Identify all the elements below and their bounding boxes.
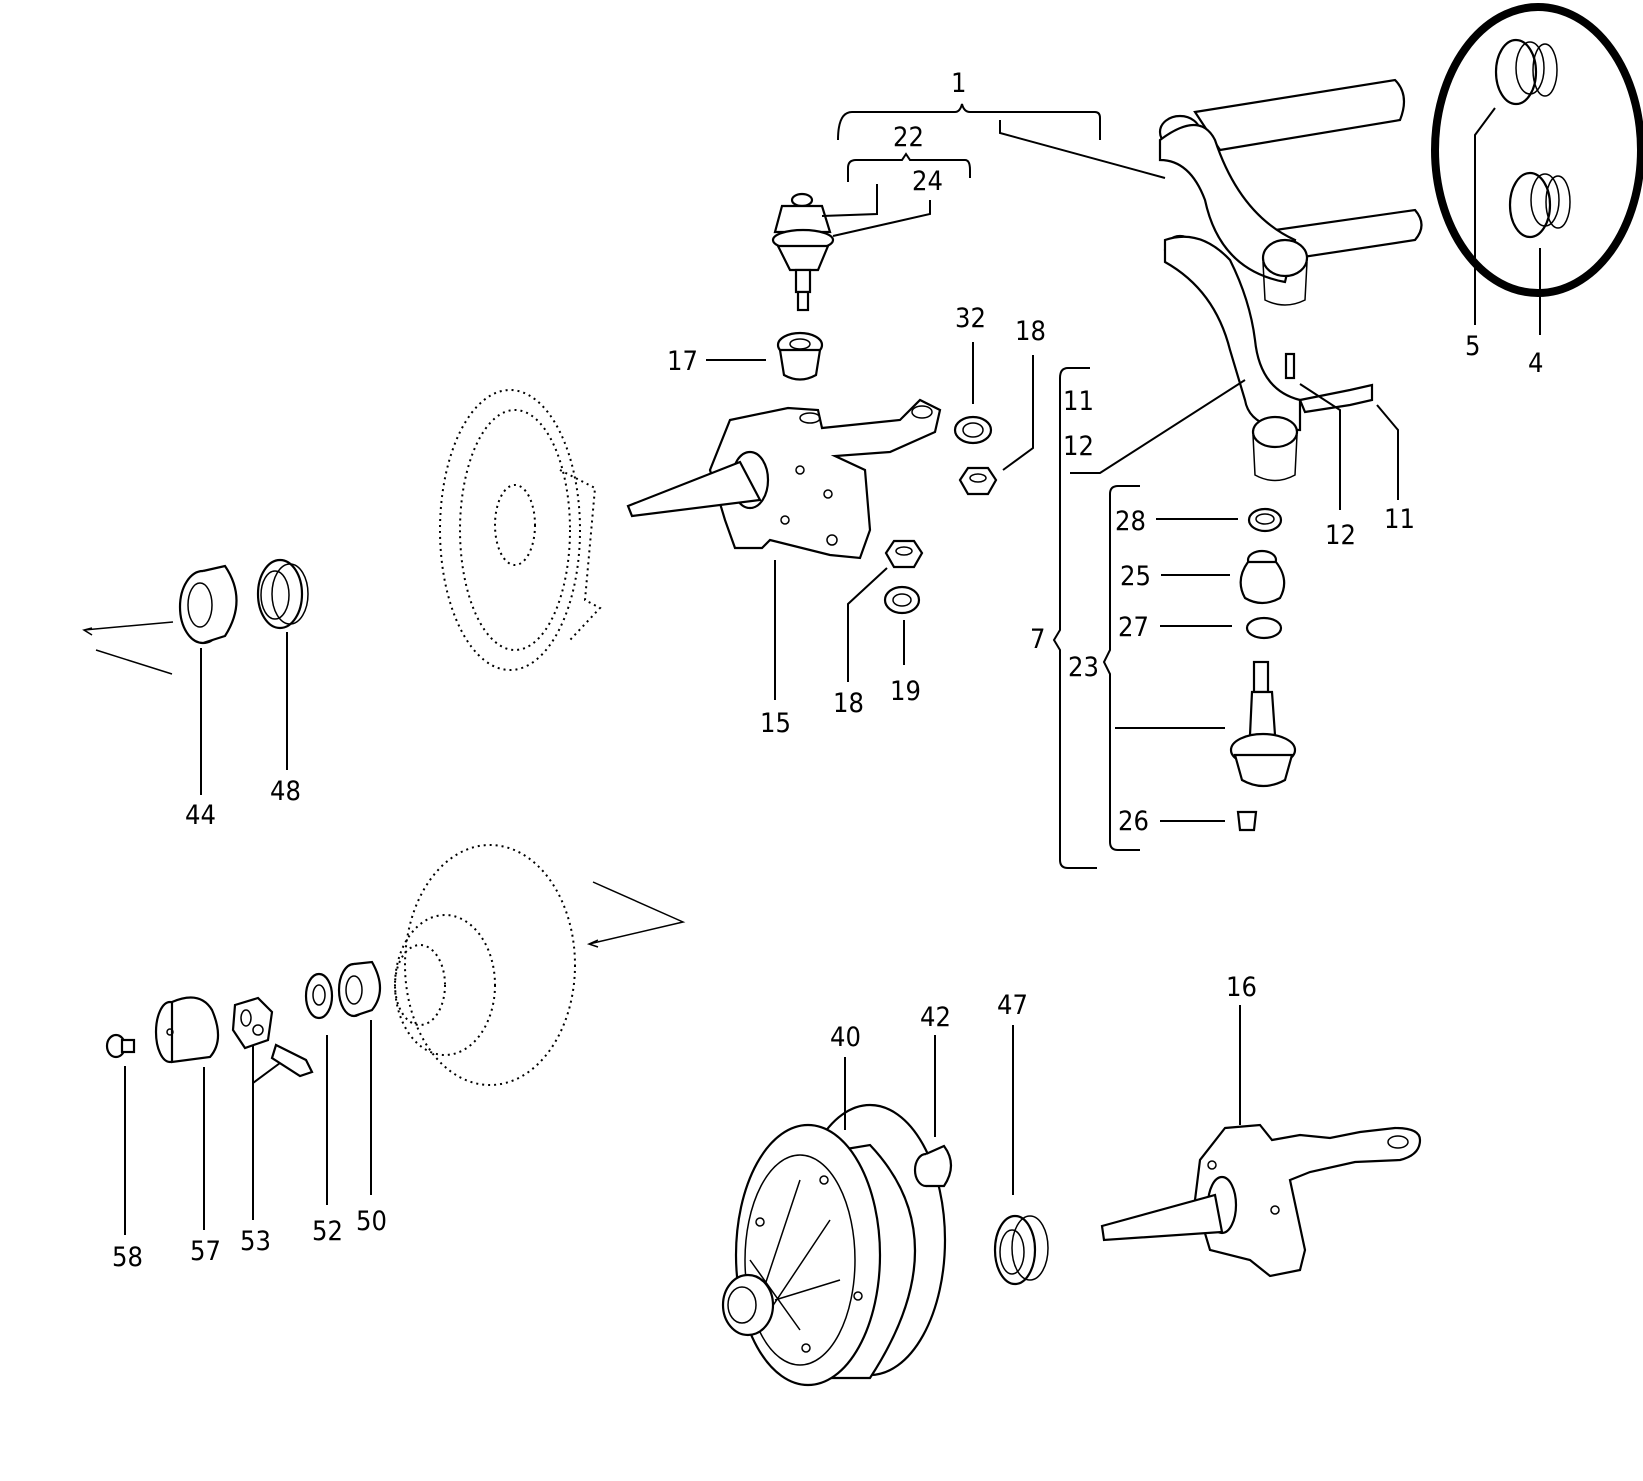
ring-28 <box>1247 507 1283 533</box>
stud-42 <box>913 1144 953 1188</box>
leader-18-lower <box>847 567 888 682</box>
label-47: 47 <box>997 990 1028 1021</box>
nut-18-lower <box>884 539 924 569</box>
label-24: 24 <box>912 166 943 197</box>
washer-32 <box>953 415 993 445</box>
arrow-drum <box>586 881 686 948</box>
label-5: 5 <box>1465 331 1480 362</box>
arrow-44 <box>82 621 174 675</box>
clamp-ring-27 <box>1245 616 1283 640</box>
washer-19 <box>883 585 921 615</box>
label-12-right: 12 <box>1325 520 1356 551</box>
bushing-4 <box>1508 171 1571 239</box>
label-25: 25 <box>1120 561 1151 592</box>
label-52: 52 <box>312 1216 343 1247</box>
label-28: 28 <box>1115 506 1146 537</box>
label-50: 50 <box>356 1206 387 1237</box>
label-19: 19 <box>890 676 921 707</box>
label-27: 27 <box>1118 612 1149 643</box>
leader-18-upper <box>1002 355 1034 471</box>
bracket-group-22 <box>847 152 971 182</box>
label-32: 32 <box>955 303 986 334</box>
label-11-bracket: 11 <box>1063 386 1094 417</box>
brake-drum-40 <box>721 1103 947 1387</box>
plug-58 <box>105 1033 136 1059</box>
label-58: 58 <box>112 1242 143 1273</box>
label-57: 57 <box>190 1236 221 1267</box>
label-23: 23 <box>1068 652 1099 683</box>
label-17: 17 <box>667 346 698 377</box>
bearing-50 <box>337 960 382 1018</box>
label-44: 44 <box>185 800 216 831</box>
ball-joint-upper <box>771 184 931 312</box>
highlight-circle <box>1431 3 1643 297</box>
bracket-23 <box>1102 485 1140 851</box>
boot-25 <box>1239 549 1286 605</box>
eccentric-bushing-17 <box>776 331 824 381</box>
label-12-bracket: 12 <box>1063 431 1094 462</box>
ball-joint-lower-23 <box>1229 660 1297 788</box>
washer-52 <box>304 972 334 1020</box>
bushing-5 <box>1494 38 1558 106</box>
bracket-7 <box>1052 367 1097 869</box>
leader-5 <box>1474 107 1496 325</box>
nut-18-upper <box>958 466 998 496</box>
steering-knuckle-15 <box>626 398 942 560</box>
label-11-right: 11 <box>1384 504 1415 535</box>
leader-11-right <box>1376 404 1399 500</box>
label-26: 26 <box>1118 806 1149 837</box>
seal-47 <box>993 1214 1049 1286</box>
steering-knuckle-16 <box>1100 1123 1422 1278</box>
label-22: 22 <box>893 122 924 153</box>
label-1: 1 <box>951 68 966 99</box>
leader-53 <box>252 1045 281 1220</box>
label-53: 53 <box>240 1226 271 1257</box>
leader-12-right <box>1299 383 1341 510</box>
label-4: 4 <box>1528 348 1543 379</box>
label-18-upper: 18 <box>1015 316 1046 347</box>
grease-nipple-26 <box>1236 810 1258 832</box>
label-7: 7 <box>1030 624 1045 655</box>
label-48: 48 <box>270 776 301 807</box>
label-40: 40 <box>830 1022 861 1053</box>
leader-7-arm <box>1070 379 1246 474</box>
bearing-44 <box>178 564 238 645</box>
torsion-arm-lower <box>1163 234 1374 482</box>
torsion-arm-upper <box>1158 78 1423 306</box>
brake-drum-dotted <box>394 844 576 1086</box>
bracket-group-1 <box>837 103 1166 179</box>
clamp-nut-53 <box>231 996 314 1078</box>
label-42: 42 <box>920 1002 951 1033</box>
brake-backing-plate-dotted <box>439 389 602 671</box>
seal-48 <box>256 558 309 630</box>
label-15: 15 <box>760 708 791 739</box>
label-18-lower: 18 <box>833 688 864 719</box>
label-16: 16 <box>1226 972 1257 1003</box>
dust-cap-57 <box>154 996 220 1064</box>
